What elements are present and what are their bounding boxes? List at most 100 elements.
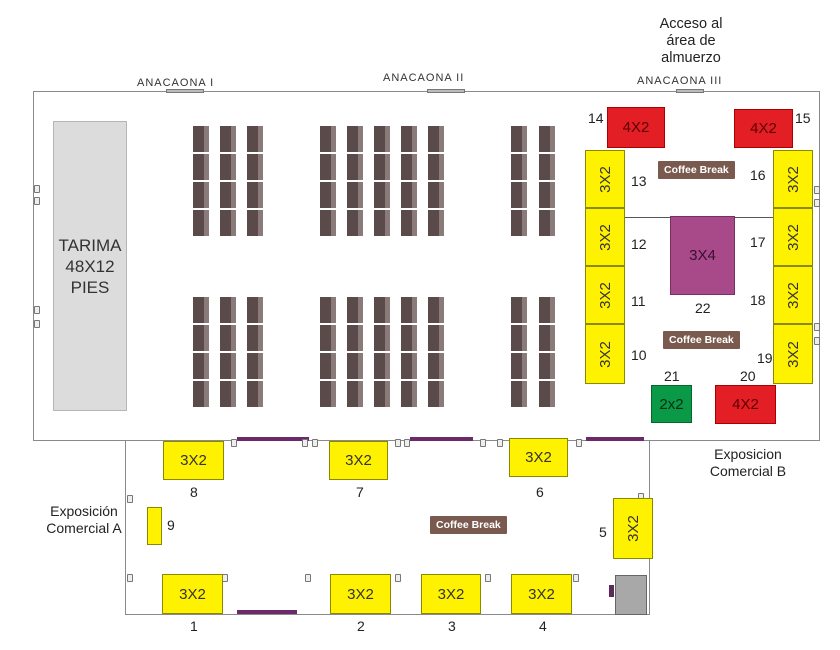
door-marker-15 bbox=[573, 574, 579, 582]
seat-row-block bbox=[401, 353, 417, 379]
booth-12-number: 12 bbox=[631, 236, 647, 252]
booth-22-number: 22 bbox=[695, 300, 711, 316]
seat-row-block bbox=[374, 210, 390, 236]
seat-row-block bbox=[193, 210, 209, 236]
booth-20-number: 20 bbox=[740, 368, 756, 384]
coffee-break-middle: Coffee Break bbox=[663, 331, 740, 349]
seat-row-block bbox=[247, 381, 263, 407]
booth-9[interactable] bbox=[147, 507, 162, 545]
service-box bbox=[615, 575, 647, 615]
seat-row-block bbox=[347, 126, 363, 152]
door-anacaona-2 bbox=[427, 89, 465, 93]
booth-7-number: 7 bbox=[356, 484, 364, 500]
booth-4-number: 4 bbox=[539, 618, 547, 634]
seat-row-block bbox=[428, 381, 444, 407]
door-left-2 bbox=[34, 197, 40, 205]
seat-row-block bbox=[347, 154, 363, 180]
booth-17[interactable]: 3X2 bbox=[773, 208, 813, 266]
seat-row-block bbox=[220, 381, 236, 407]
seat-row-block bbox=[220, 353, 236, 379]
seat-row-block bbox=[247, 353, 263, 379]
seat-row-block bbox=[220, 126, 236, 152]
coffee-break-top: Coffee Break bbox=[658, 161, 735, 179]
booth-21[interactable]: 2x2 bbox=[651, 385, 692, 423]
seat-row-block bbox=[347, 182, 363, 208]
stage-units: PIES bbox=[70, 277, 110, 297]
door-marker-2 bbox=[302, 439, 308, 447]
seat-row-block bbox=[539, 126, 555, 152]
seat-row-block bbox=[347, 325, 363, 351]
seat-row-block bbox=[347, 353, 363, 379]
booth-3-number: 3 bbox=[448, 618, 456, 634]
service-box-marker bbox=[609, 585, 614, 597]
door-marker-7 bbox=[497, 439, 503, 447]
door-right-1 bbox=[814, 186, 820, 194]
seat-row-block bbox=[193, 353, 209, 379]
booth-19-number: 19 bbox=[757, 350, 773, 366]
seat-row-block bbox=[539, 297, 555, 323]
booth-18[interactable]: 3X2 bbox=[773, 266, 813, 324]
door-right-3 bbox=[814, 323, 820, 331]
seat-row-block bbox=[247, 210, 263, 236]
seat-row-block bbox=[320, 353, 336, 379]
seat-row-block bbox=[511, 154, 527, 180]
booth-4[interactable]: 3X2 bbox=[511, 574, 572, 614]
booth-15[interactable]: 4X2 bbox=[734, 109, 793, 148]
seat-row-block bbox=[511, 325, 527, 351]
booth-22[interactable]: 3X4 bbox=[670, 216, 735, 295]
booth-10[interactable]: 3X2 bbox=[585, 324, 625, 384]
seat-row-block bbox=[247, 182, 263, 208]
seat-row-block bbox=[247, 297, 263, 323]
room-label-anacaona-2: ANACAONA II bbox=[383, 72, 465, 84]
booth-2-number: 2 bbox=[357, 618, 365, 634]
booth-8[interactable]: 3X2 bbox=[163, 441, 224, 480]
door-marker-8 bbox=[576, 439, 582, 447]
room-label-anacaona-3: ANACAONA III bbox=[637, 75, 723, 87]
door-anacaona-1 bbox=[166, 89, 204, 93]
exhibit-a-label: Exposición Comercial A bbox=[46, 503, 122, 536]
booth-12[interactable]: 3X2 bbox=[585, 208, 625, 266]
coffee-break-bottom: Coffee Break bbox=[430, 516, 507, 534]
seat-row-block bbox=[220, 154, 236, 180]
booth-19[interactable]: 3X2 bbox=[773, 324, 813, 384]
seat-row-block bbox=[428, 325, 444, 351]
seat-row-block bbox=[401, 154, 417, 180]
door-marker-14 bbox=[485, 574, 491, 582]
seat-row-block bbox=[539, 154, 555, 180]
seat-row-block bbox=[539, 325, 555, 351]
booth-6[interactable]: 3X2 bbox=[509, 438, 568, 477]
door-left-3 bbox=[34, 306, 40, 314]
booth-3[interactable]: 3X2 bbox=[421, 574, 481, 614]
booth-13[interactable]: 3X2 bbox=[585, 150, 625, 208]
seat-row-block bbox=[374, 297, 390, 323]
seat-row-block bbox=[374, 126, 390, 152]
booth-16[interactable]: 3X2 bbox=[773, 150, 813, 208]
booth-20[interactable]: 4X2 bbox=[715, 385, 776, 424]
seat-row-block bbox=[320, 182, 336, 208]
booth-14[interactable]: 4X2 bbox=[607, 107, 665, 148]
stage-title: TARIMA bbox=[58, 235, 122, 255]
seat-row-block bbox=[401, 126, 417, 152]
door-marker-16 bbox=[127, 495, 133, 503]
seat-row-block bbox=[539, 210, 555, 236]
booth-5[interactable]: 3X2 bbox=[613, 498, 653, 559]
booth-11[interactable]: 3X2 bbox=[585, 266, 625, 324]
booth-2[interactable]: 3X2 bbox=[330, 574, 391, 614]
seat-row-block bbox=[401, 297, 417, 323]
booth-21-number: 21 bbox=[664, 368, 680, 384]
booth-5-number: 5 bbox=[599, 524, 607, 540]
seat-row-block bbox=[401, 325, 417, 351]
seat-row-block bbox=[428, 126, 444, 152]
door-right-4 bbox=[814, 337, 820, 345]
door-marker-10 bbox=[127, 574, 133, 582]
seat-row-block bbox=[428, 297, 444, 323]
seat-row-block bbox=[428, 353, 444, 379]
booth-7[interactable]: 3X2 bbox=[329, 441, 388, 480]
seat-row-block bbox=[247, 126, 263, 152]
seat-row-block bbox=[320, 210, 336, 236]
booth-16-number: 16 bbox=[750, 167, 766, 183]
booth-14-number: 14 bbox=[588, 110, 604, 126]
booth-1[interactable]: 3X2 bbox=[162, 574, 223, 614]
wall-strip-1 bbox=[237, 437, 309, 441]
seat-row-block bbox=[220, 210, 236, 236]
